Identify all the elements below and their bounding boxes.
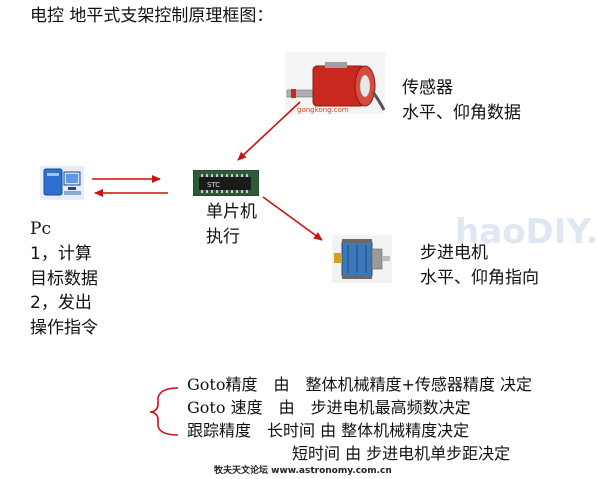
sensor-description: 水平、仰角数据 — [402, 103, 521, 123]
watermark-text: haoDIY.net — [455, 212, 597, 252]
mcu-chip-label: STC — [207, 181, 220, 189]
footer-credit: 牧夫天文论坛 www.astronomy.com.cn — [214, 466, 392, 476]
goto-speed-term: Goto — [187, 398, 226, 417]
tracking-precision-line: 跟踪精度 长时间 由 整体机械精度决定 — [187, 421, 470, 440]
stepper-motor-image — [332, 235, 392, 283]
arrow-mcu-to-motor — [262, 196, 323, 241]
encoder-image-label: gongkong.com — [297, 106, 349, 114]
mcu-action: 执行 — [206, 227, 240, 247]
diagram-title: 电控 地平式支架控制原理框图： — [30, 6, 274, 26]
mcu-label: 单片机 — [206, 202, 257, 222]
pc-label: Pc — [30, 219, 51, 239]
pc-step1: 1，计算 — [30, 244, 92, 264]
pc-step2-detail: 操作指令 — [30, 318, 98, 338]
goto-speed-text: 速度 由 步进电机最高频数决定 — [225, 398, 471, 417]
sensor-label: 传感器 — [402, 78, 453, 98]
pc-step1-detail: 目标数据 — [30, 269, 98, 289]
computer-icon — [40, 166, 84, 200]
tracking-short-term-line: 短时间 由 步进电机单步距决定 — [292, 444, 511, 463]
encoder-sensor-image: gongkong.com — [285, 52, 385, 114]
arrow-sensor-to-mcu — [237, 101, 301, 161]
goto-term: Goto — [187, 375, 226, 394]
goto-speed-line: Goto 速度 由 步进电机最高频数决定 — [187, 397, 471, 418]
motor-description: 水平、仰角指向 — [420, 268, 539, 288]
goto-precision-line: Goto精度 由 整体机械精度+传感器精度 决定 — [187, 374, 532, 395]
goto-precision-text: 精度 由 整体机械精度+传感器精度 决定 — [225, 375, 532, 394]
precision-bracket — [149, 387, 179, 436]
mcu-board-image: STC — [193, 170, 259, 196]
pc-step2: 2，发出 — [30, 293, 92, 313]
motor-label: 步进电机 — [420, 243, 488, 263]
